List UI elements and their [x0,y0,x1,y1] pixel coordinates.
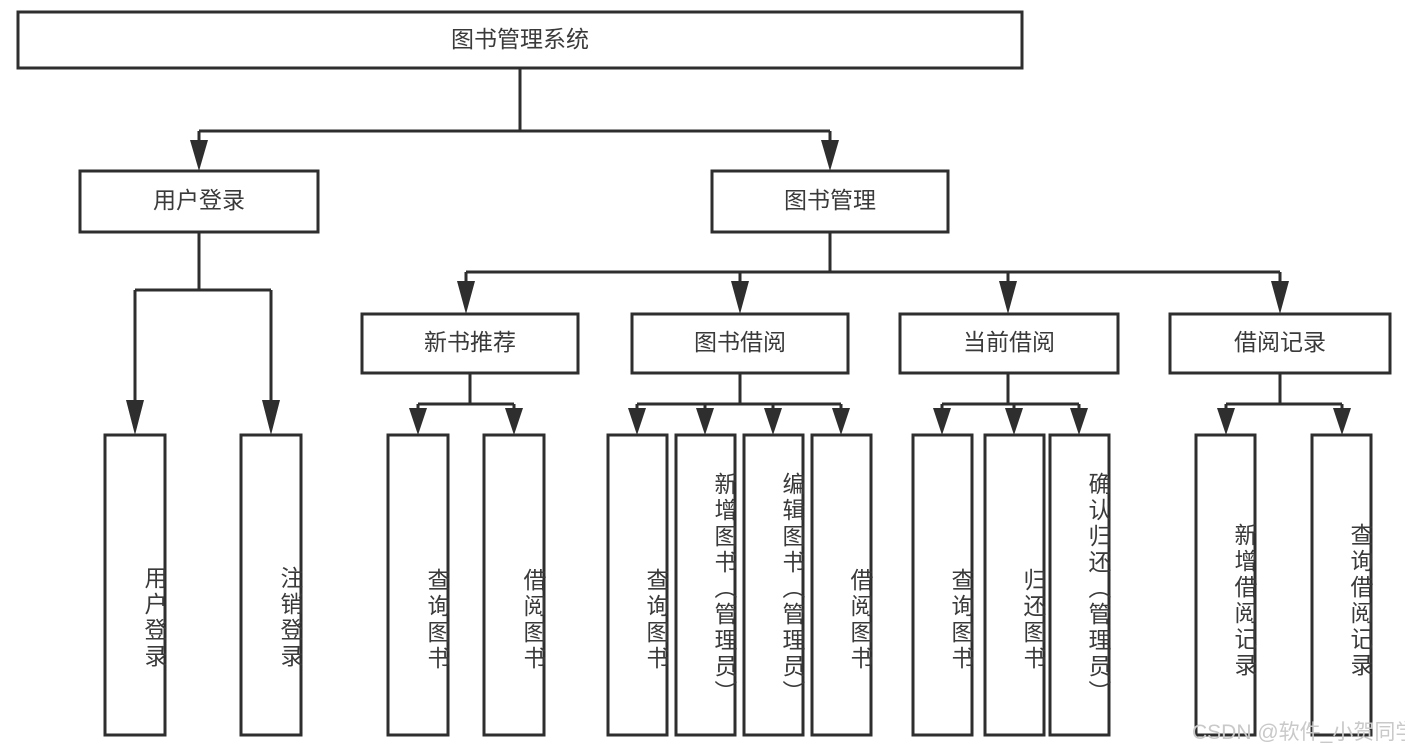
connector-group-current-borrow [933,373,1088,435]
arrow-head-leaf-add-borrow-record [1217,408,1235,435]
node-box-leaf-return-book[interactable] [983,433,1046,737]
node-box-current-borrow[interactable] [898,312,1120,375]
node-box-borrow-record[interactable] [1168,312,1392,375]
node-box-book-borrow[interactable] [630,312,850,375]
arrow-head-user-login [190,140,208,171]
arrow-head-leaf-user-login [126,400,144,435]
connector-group-book-borrow [628,373,850,435]
node-label-book-manage: 图书管理 [784,187,876,213]
node-label-book-borrow: 图书借阅 [694,329,786,355]
node-box-leaf-add-book[interactable] [674,433,737,737]
node-box-leaf-user-login[interactable] [103,433,167,737]
node-label-leaf-add-borrow-record: 新增借阅记录 [1231,523,1257,679]
node-box-leaf-query-book-1[interactable] [386,433,450,737]
node-box-leaf-query-book-2[interactable] [606,433,669,737]
node-box-new-book-recommend[interactable] [360,312,580,375]
csdn-watermark: CSDN @软件_小贺同学 [1192,721,1405,744]
node-box-root[interactable] [16,10,1024,70]
node-label-root: 图书管理系统 [451,26,589,52]
arrow-head-leaf-query-book-2 [628,408,646,435]
node-label-leaf-add-book: 新增图书（管理员） [711,472,737,706]
arrow-head-leaf-user-logout [262,400,280,435]
node-box-leaf-confirm-return[interactable] [1048,433,1111,737]
node-box-leaf-user-logout[interactable] [239,433,303,737]
arrow-head-leaf-confirm-return [1070,408,1088,435]
node-label-borrow-record: 借阅记录 [1234,329,1326,355]
arrow-head-leaf-borrow-book-2 [832,408,850,435]
node-label-leaf-user-login: 用户登录 [141,565,167,670]
node-label-user-login: 用户登录 [153,187,245,213]
node-label-leaf-borrow-book-2: 借阅图书 [847,568,873,672]
node-label-leaf-query-book-1: 查询图书 [424,568,450,672]
arrow-head-leaf-edit-book [764,408,782,435]
connector-group-book-manage [457,232,1289,314]
arrow-head-new-book-recommend [457,281,475,314]
arrow-head-leaf-add-book [696,408,714,435]
node-label-leaf-return-book: 归还图书 [1020,568,1046,672]
connector-group-user-login [126,232,280,435]
arrow-head-leaf-query-book-3 [933,408,951,435]
node-label-leaf-borrow-book-1: 借阅图书 [520,568,546,672]
node-label-leaf-confirm-return: 确认归还（管理员） [1085,472,1111,706]
arrow-head-current-borrow [999,281,1017,314]
node-label-leaf-edit-book: 编辑图书（管理员） [779,472,805,706]
connector-group-root [190,68,839,171]
arrow-head-book-manage [821,140,839,171]
node-label-leaf-query-book-2: 查询图书 [643,568,669,672]
node-box-leaf-edit-book[interactable] [742,433,805,737]
node-label-new-book-recommend: 新书推荐 [424,329,516,355]
node-label-leaf-query-book-3: 查询图书 [948,568,974,672]
connector-group-borrow-record [1217,373,1351,435]
node-box-leaf-borrow-book-1[interactable] [482,433,546,737]
arrow-head-leaf-query-borrow-record [1333,408,1351,435]
connector-group-new-book-recommend [409,373,523,435]
node-box-leaf-query-borrow-record[interactable] [1310,433,1373,737]
arrow-head-leaf-borrow-book-1 [505,408,523,435]
arrow-head-borrow-record [1271,281,1289,314]
node-label-current-borrow: 当前借阅 [963,329,1055,355]
node-label-leaf-query-borrow-record: 查询借阅记录 [1347,523,1373,679]
node-box-leaf-query-book-3[interactable] [911,433,974,737]
arrow-head-book-borrow [731,281,749,314]
node-box-user-login[interactable] [78,169,320,234]
node-box-leaf-borrow-book-2[interactable] [810,433,873,737]
node-label-leaf-user-logout: 注销登录 [277,565,303,670]
arrow-head-leaf-return-book [1005,408,1023,435]
node-box-book-manage[interactable] [710,169,950,234]
arrow-head-leaf-query-book-1 [409,408,427,435]
node-box-leaf-add-borrow-record[interactable] [1194,433,1257,737]
